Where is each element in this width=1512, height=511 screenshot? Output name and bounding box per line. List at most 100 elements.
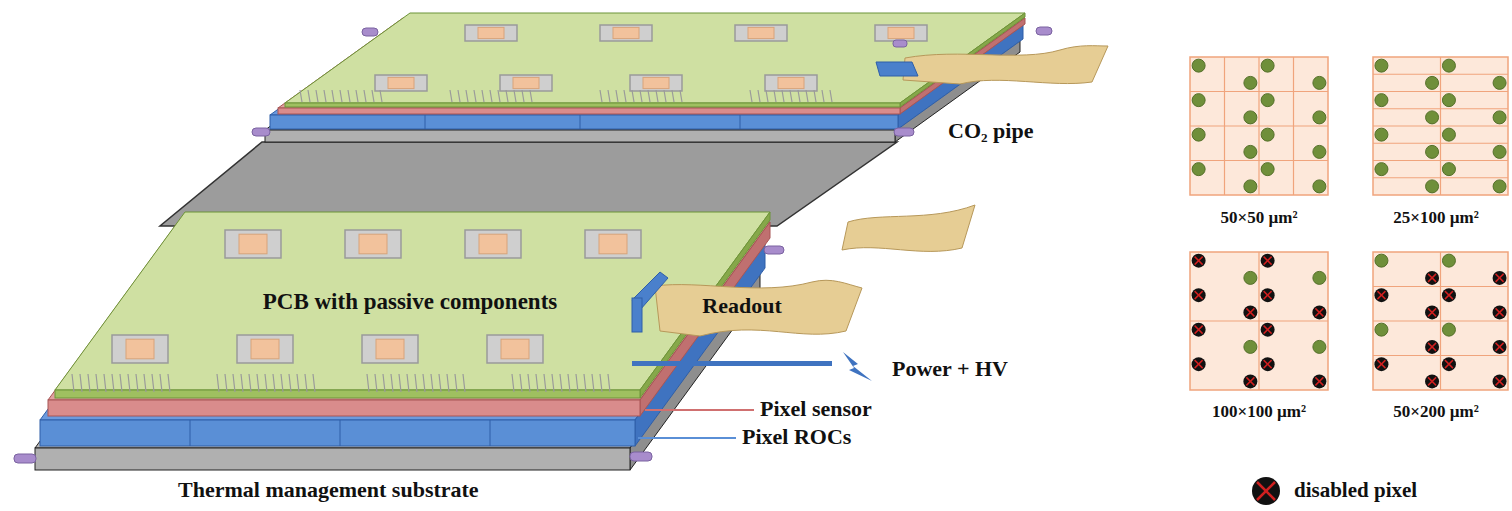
wire-bond [530, 90, 532, 102]
bump-bond [1442, 59, 1455, 72]
bump-bond [1313, 145, 1326, 158]
bump-bond [1313, 271, 1326, 284]
thermal-substrate [35, 448, 630, 470]
pixel-grid [1373, 177, 1508, 178]
disabled-bump [1425, 271, 1439, 285]
bump-bond [1261, 163, 1274, 176]
part-label: Power + HV [892, 356, 1008, 382]
pixel-grid [1373, 125, 1508, 126]
pixel-grid [1190, 91, 1328, 92]
disabled-bump [1428, 343, 1436, 351]
disabled-bump [1428, 377, 1436, 385]
disabled-bump [1374, 288, 1388, 302]
node-text: PCB with passive components [263, 288, 558, 316]
passive-component [251, 339, 279, 359]
part-label: Pixel ROCs [742, 424, 851, 450]
bump-bond [1244, 145, 1257, 158]
wire-bond [447, 374, 449, 392]
wire-bond [822, 90, 824, 102]
disabled-bump [1264, 291, 1272, 299]
disabled-pixel-symbol [1252, 477, 1280, 505]
disabled-bump [1428, 343, 1436, 351]
bottom-module [35, 212, 770, 470]
bump-bond [1313, 111, 1326, 124]
wire-bond [391, 374, 393, 392]
wire-bond [466, 90, 468, 102]
connector [876, 62, 918, 76]
disabled-bump [1445, 291, 1453, 299]
wire-bond [273, 374, 275, 392]
bump-bond [1442, 128, 1455, 141]
connector [632, 298, 642, 332]
passive-component [585, 230, 641, 258]
wire-bond [120, 374, 122, 392]
disabled-bump [1195, 257, 1203, 265]
bump-bond [1261, 128, 1274, 141]
pixel-grid [1373, 143, 1508, 144]
pixel-pitch-panel: 25×100 µm² [1362, 55, 1510, 228]
wire-bond [128, 374, 130, 392]
disabled-bump [1377, 360, 1385, 368]
wire-bond [316, 90, 318, 102]
pixel-sensor [278, 108, 900, 114]
wire-bond [112, 374, 114, 392]
passive-component [613, 27, 639, 38]
pixel-grid [1190, 252, 1328, 390]
wire-bond [308, 90, 310, 102]
bump-bond [1244, 111, 1257, 124]
wire-bond [241, 374, 243, 392]
wire-bond [340, 90, 342, 102]
wire-bond [265, 374, 267, 392]
pixel-grid [1190, 57, 1328, 195]
pixel-grid [1373, 355, 1508, 356]
passive-component [600, 25, 652, 41]
co2-pipe [252, 128, 270, 136]
disabled-bump [1264, 326, 1272, 334]
wire-bond [522, 90, 524, 102]
readout-flex [655, 280, 862, 336]
disabled-pixel-symbol [1257, 482, 1275, 500]
disabled-bump [1264, 291, 1272, 299]
bump-bond [1493, 145, 1506, 158]
pixel-grid [1190, 160, 1328, 161]
disabled-bump [1192, 288, 1206, 302]
wire-bond [482, 90, 484, 102]
disabled-bump [1374, 357, 1388, 371]
bump-bond [1192, 163, 1205, 176]
wire-bond [672, 90, 674, 102]
pixel-roc [425, 115, 426, 129]
pixel-pitch-panel: 50×50 µm² [1180, 55, 1338, 228]
wire-bond [348, 90, 350, 102]
wire-bond [782, 90, 784, 102]
disabled-bump [1496, 377, 1504, 385]
disabled-bump [1264, 326, 1272, 334]
wire-bond [544, 374, 546, 392]
wire-bond [680, 90, 682, 102]
co2-pipe [894, 128, 914, 136]
wire-bond [458, 90, 460, 102]
passive-component [126, 339, 154, 359]
bump-bond [1192, 128, 1205, 141]
wire-bond [407, 374, 409, 392]
disabled-bump [1195, 291, 1203, 299]
wire-bond [528, 374, 530, 392]
co2-pipe [14, 454, 36, 463]
wire-bond [372, 90, 374, 102]
bump-bond [1375, 94, 1388, 107]
wire-bond [249, 374, 251, 392]
passive-component [376, 339, 404, 359]
passive-component [888, 27, 914, 38]
bump-bond [1192, 94, 1205, 107]
wire-bond [766, 90, 768, 102]
bump-bond [1493, 180, 1506, 193]
passive-component [501, 339, 529, 359]
passive-component [643, 77, 669, 88]
disabled-bump [1261, 254, 1275, 268]
wire-bond [380, 90, 382, 102]
wire-bond [324, 90, 326, 102]
disabled-bump [1493, 271, 1507, 285]
leader-line [645, 409, 754, 411]
passive-component [375, 75, 427, 91]
wire-bond [144, 374, 146, 392]
